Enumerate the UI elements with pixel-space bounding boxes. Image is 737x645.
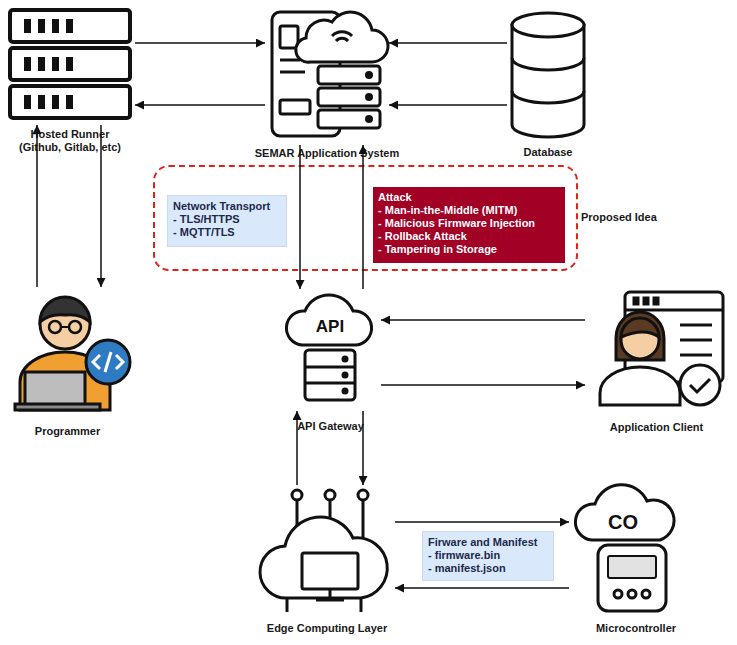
node-title: Edge Computing Layer: [267, 622, 387, 635]
connector-arrow: [299, 145, 301, 289]
node-text: (Github, Gitlab, etc): [19, 141, 121, 154]
node-text: - firmware.bin: [428, 549, 548, 562]
node-text: - MQTT/TLS: [173, 226, 281, 239]
client-node: Application Client: [588, 290, 725, 407]
api-gateway-icon: [286, 295, 371, 400]
connector-arrow: [100, 125, 102, 287]
icon-text: CO: [608, 511, 638, 534]
edge-node: Edge Computing Layer: [262, 488, 392, 614]
node-caption: Edge Computing Layer: [267, 622, 387, 635]
connector-arrow: [296, 411, 298, 485]
application-system-node: SEMAR Application System: [268, 10, 386, 142]
node-title: Programmer: [35, 425, 100, 438]
node-title: Microcontroller: [596, 622, 676, 635]
programmer-icon: [15, 297, 130, 410]
connector-arrow: [135, 42, 265, 44]
node-text: - manifest.json: [428, 562, 548, 575]
node-title: Hosted Runner: [19, 128, 121, 141]
connector-arrow: [362, 145, 364, 289]
database-node: Database: [510, 10, 586, 138]
node-title: Proposed Idea: [581, 211, 657, 223]
gateway-node: API Gateway: [283, 292, 378, 408]
connector-arrow: [395, 521, 569, 523]
node-caption: API Gateway: [297, 420, 364, 433]
node-title: Application Client: [610, 421, 704, 434]
node-title: API Gateway: [297, 420, 364, 433]
node-title: Database: [524, 146, 573, 159]
node-caption: Microcontroller: [596, 622, 676, 635]
node-caption: SEMAR Application System: [255, 147, 399, 160]
application-system-icon: [272, 12, 388, 136]
edge-computing-icon: [260, 490, 387, 612]
microcontroller-icon: [575, 485, 674, 611]
node-caption: Application Client: [610, 421, 704, 434]
node-text: - Malicious Firmware Injection: [378, 217, 560, 230]
node-text: - Man-in-the-Middle (MITM): [378, 204, 560, 217]
server-stack-icon: [10, 10, 130, 118]
connector-arrow: [36, 125, 38, 287]
node-caption: Database: [524, 146, 573, 159]
node-title: Firware and Manifest: [428, 536, 548, 549]
node-text: - Tampering in Storage: [378, 243, 560, 256]
connector-arrow: [389, 104, 507, 106]
transport-box: Network Transport- TLS/HTTPS- MQTT/TLS: [167, 195, 287, 247]
icon-text: API: [316, 317, 344, 337]
group-caption: Proposed Idea: [581, 211, 657, 223]
database-icon: [512, 13, 584, 137]
application-client-icon: [600, 292, 723, 405]
connector-arrow: [381, 319, 585, 321]
connector-arrow: [135, 104, 265, 106]
connector-arrow: [389, 42, 507, 44]
connector-arrow: [362, 411, 364, 485]
actor-node: Programmer: [5, 290, 130, 410]
node-title: Network Transport: [173, 200, 281, 213]
server-node: Hosted Runner(Github, Gitlab, etc): [8, 8, 132, 122]
attack-box: Attack- Man-in-the-Middle (MITM)- Malici…: [373, 187, 565, 263]
node-caption: Hosted Runner(Github, Gitlab, etc): [19, 128, 121, 154]
proposed-idea-group: Proposed IdeaNetwork Transport- TLS/HTTP…: [153, 165, 578, 271]
node-text: - TLS/HTTPS: [173, 213, 281, 226]
node-caption: Programmer: [35, 425, 100, 438]
node-title: SEMAR Application System: [255, 147, 399, 160]
node-text: - Rollback Attack: [378, 230, 560, 243]
connector-arrow: [381, 384, 585, 386]
connector-arrow: [395, 587, 569, 589]
node-title: Attack: [378, 191, 560, 204]
artifact-box: Firware and Manifest- firmware.bin- mani…: [422, 531, 554, 581]
